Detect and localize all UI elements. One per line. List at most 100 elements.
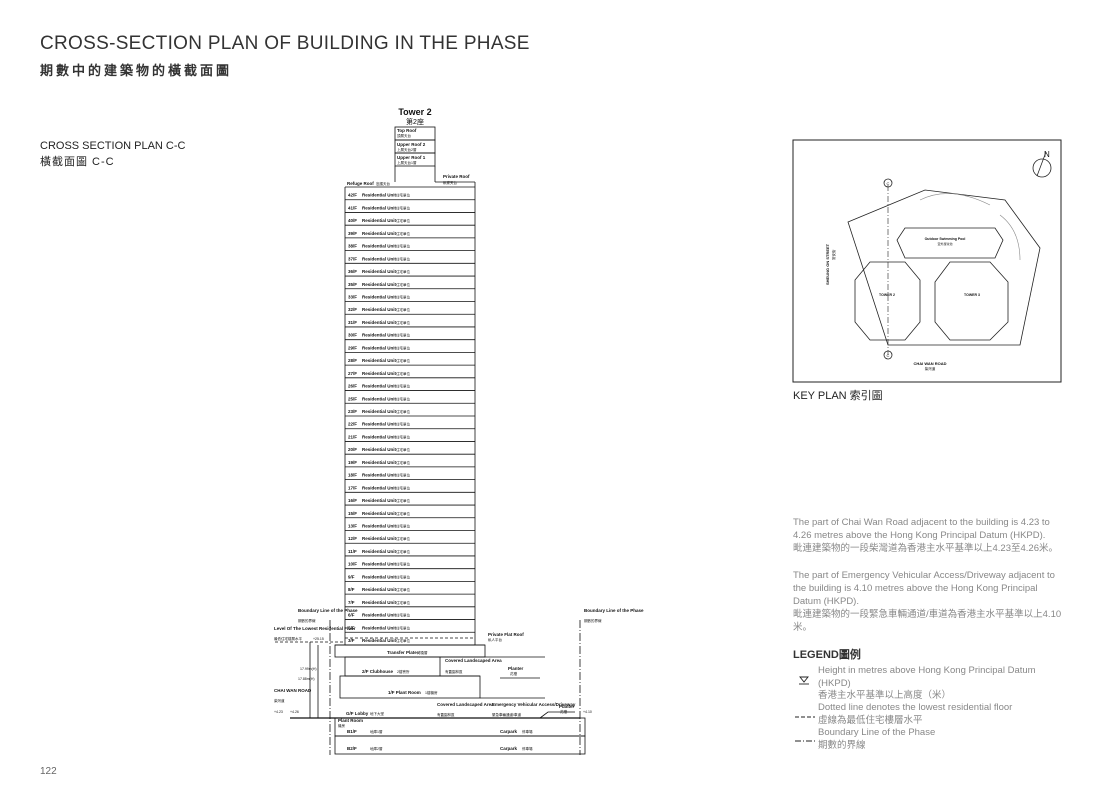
floor-unit-label-zh: 住宅單位 — [396, 218, 410, 223]
roof-label: Upper Roof 1 — [397, 155, 426, 160]
floor-unit-label-zh: 住宅單位 — [396, 282, 410, 287]
floor-unit-label: Residential Unit — [362, 384, 397, 389]
floor-label: 23/F — [348, 409, 357, 414]
keyplan-road-zh: 柴灣道 — [925, 366, 936, 371]
keyplan-pool — [896, 227, 1004, 259]
legend-item-text: Dotted line denotes the lowest residenti… — [818, 702, 1012, 727]
covered-landscaped-label-zh: 有蓋園林區 — [445, 669, 463, 674]
floor-unit-label: Residential Unit — [362, 396, 397, 401]
floor-unit-label-zh: 住宅單位 — [396, 269, 410, 274]
floor-unit-label-zh: 住宅單位 — [396, 205, 410, 210]
lobby-label: G/F Lobby — [346, 711, 369, 716]
legend-item-text: Boundary Line of the Phase 期數的界線 — [818, 727, 935, 752]
refuge-roof-label-zh: 庇護天台 — [376, 181, 390, 186]
floor-unit-label: Residential Unit — [362, 524, 397, 529]
floor-unit-label-zh: 住宅單位 — [396, 511, 410, 516]
lowest-floor-label: Level Of The Lowest Residential Floor — [274, 626, 356, 631]
floor-label: 19/F — [348, 460, 357, 465]
private-flat-roof-label-zh: 私人平台 — [488, 637, 502, 642]
floor-unit-label: Residential Unit — [362, 638, 397, 643]
floor-unit-label-zh: 住宅單位 — [396, 333, 410, 338]
legend-item-zh: 期數的界線 — [818, 739, 866, 751]
legend-title: LEGEND圖例 — [793, 649, 861, 661]
carpark-label: Carpark — [500, 729, 518, 734]
floor-label: 9/F — [348, 574, 355, 579]
b2-label: B2/F — [347, 746, 357, 751]
page-title: CROSS-SECTION PLAN OF BUILDING IN THE PH… — [40, 33, 530, 54]
note-text-zh: 毗連建築物的一段柴灣道為香港主水平基準以上4.23至4.26米。 — [793, 543, 1058, 554]
floor-unit-label-zh: 住宅單位 — [396, 549, 410, 554]
plant-room-label-zh: 1樓機房 — [425, 690, 438, 695]
page-title-zh: 期數中的建築物的橫截面圖 — [40, 63, 233, 78]
keyplan-pool-label: Outdoor Swimming Pool — [925, 237, 966, 241]
floor-unit-label-zh: 住宅單位 — [396, 396, 410, 401]
floor-unit-label-zh: 住宅單位 — [396, 422, 410, 427]
private-roof-label-zh: 私家天台 — [443, 180, 457, 185]
floor-label: 39/F — [348, 231, 357, 236]
floor-unit-label: Residential Unit — [362, 422, 397, 427]
floor-unit-label-zh: 住宅單位 — [396, 562, 410, 567]
refuge-roof-label: Refuge Roof — [347, 181, 374, 186]
floor-unit-label: Residential Unit — [362, 460, 397, 465]
keyplan-street-zh: 常安街 — [831, 249, 836, 260]
level-marker-icon — [799, 676, 809, 685]
carpark-label-zh: 停車場 — [522, 729, 533, 734]
north-label: N — [1044, 150, 1050, 159]
roof-label-zh: 頂層天台 — [397, 133, 411, 138]
floor-label: 8/F — [348, 587, 355, 592]
floor-unit-label: Residential Unit — [362, 485, 397, 490]
lobby-label-zh: 地下大堂 — [370, 711, 384, 716]
floor-unit-label-zh: 住宅單位 — [396, 409, 410, 414]
floor-label: 5/F — [348, 625, 355, 630]
note-text-zh: 毗連建築物的一段緊急車輛通道/車道為香港主水平基準以上4.10米。 — [793, 609, 1062, 633]
floor-unit-label: Residential Unit — [362, 498, 397, 503]
keyplan-tower-3-label: TOWER 3 — [964, 293, 980, 297]
floor-label: 35/F — [348, 282, 357, 287]
road-level-1: +4.23 — [274, 710, 283, 714]
eva-label: Emergency Vehicular Access/Driveway — [492, 702, 576, 707]
floor-unit-label: Residential Unit — [362, 600, 397, 605]
basement-b2 — [334, 735, 586, 755]
floor-unit-label-zh: 住宅單位 — [396, 295, 410, 300]
covered-landscaped-2-label-zh: 有蓋園林區 — [437, 712, 455, 717]
plant-room-b1-label-zh: 機房 — [338, 723, 346, 728]
road-label: CHAI WAN ROAD — [274, 688, 312, 693]
b1-label: B1/F — [347, 729, 357, 734]
transfer-plate-label: Transfer Plate — [387, 650, 417, 655]
floor-unit-label: Residential Unit — [362, 511, 397, 516]
floor-label: 20/F — [348, 447, 357, 452]
floor-unit-label-zh: 住宅單位 — [396, 193, 410, 198]
boundary-label-left: Boundary Line of the Phase — [298, 608, 358, 613]
floor-unit-label: Residential Unit — [362, 358, 397, 363]
floor-unit-label: Residential Unit — [362, 536, 397, 541]
floor-unit-label: Residential Unit — [362, 256, 397, 261]
floor-unit-label: Residential Unit — [362, 613, 397, 618]
floor-unit-label: Residential Unit — [362, 320, 397, 325]
floor-label: 25/F — [348, 396, 357, 401]
floor-label: 27/F — [348, 371, 357, 376]
floor-unit-label-zh: 住宅單位 — [396, 625, 410, 630]
floor-unit-label-zh: 住宅單位 — [396, 460, 410, 465]
section-title-zh: 橫截面圖 C-C — [40, 156, 115, 168]
floor-unit-label: Residential Unit — [362, 295, 397, 300]
road-level-2: +4.26 — [290, 710, 299, 714]
plant-room-label: 1/F Plant Room — [388, 690, 421, 695]
floor-unit-label: Residential Unit — [362, 269, 397, 274]
floor-label: 10/F — [348, 562, 357, 567]
roof-label: Top Roof — [397, 128, 417, 133]
boundary-label-right-zh: 期數的界線 — [584, 618, 602, 623]
section-mark-bottom: C — [887, 353, 890, 358]
plant-room-b1-label: Plant Room — [338, 718, 363, 723]
keyplan-tower-2-label: TOWER 2 — [879, 293, 895, 297]
floor-unit-label: Residential Unit — [362, 231, 397, 236]
floor-unit-label: Residential Unit — [362, 282, 397, 287]
planter-2-label: Planter — [559, 704, 575, 709]
floor-label: 37/F — [348, 256, 357, 261]
key-plan: C C N SHEUNG ON STREET 常安街 CHAI WAN ROAD… — [792, 139, 1062, 383]
floor-unit-label-zh: 住宅單位 — [396, 498, 410, 503]
private-roof-label: Private Roof — [443, 174, 470, 179]
floor-unit-label: Residential Unit — [362, 333, 397, 338]
floor-unit-label-zh: 住宅單位 — [396, 358, 410, 363]
note-text: The part of Chai Wan Road adjacent to th… — [793, 517, 1050, 541]
floor-label: 12/F — [348, 536, 357, 541]
